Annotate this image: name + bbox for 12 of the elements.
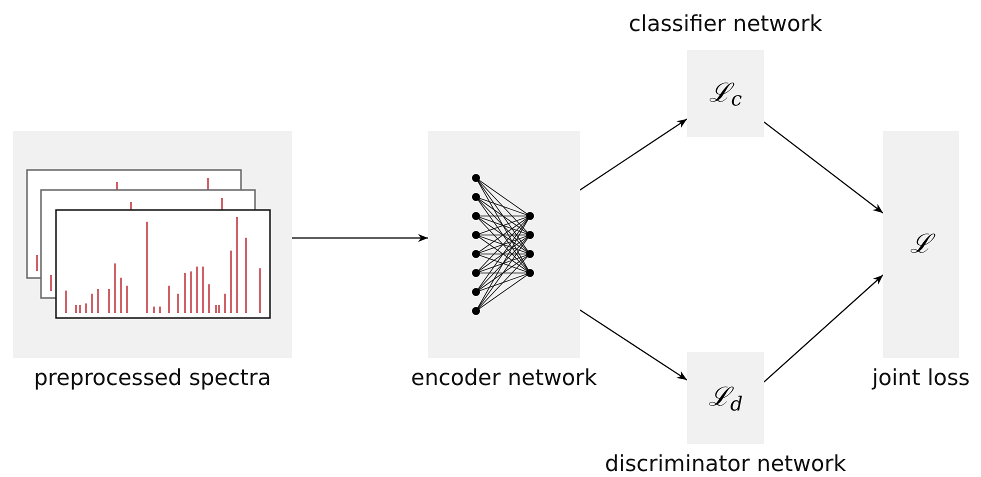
node-label: joint loss [872, 368, 970, 390]
node-label: classifier network [628, 14, 822, 36]
arrow [580, 118, 688, 190]
arrow [580, 310, 688, 380]
arrow [292, 234, 428, 242]
node-label: discriminator network [604, 454, 846, 476]
node-label: preprocessed spectra [34, 368, 272, 390]
arrow [764, 274, 884, 382]
node-label: encoder network [411, 368, 597, 390]
loss-symbol: ℒ$_{c}$ [709, 77, 742, 113]
arrow [764, 122, 884, 214]
loss-symbol: ℒ$_{d}$ [708, 382, 743, 418]
